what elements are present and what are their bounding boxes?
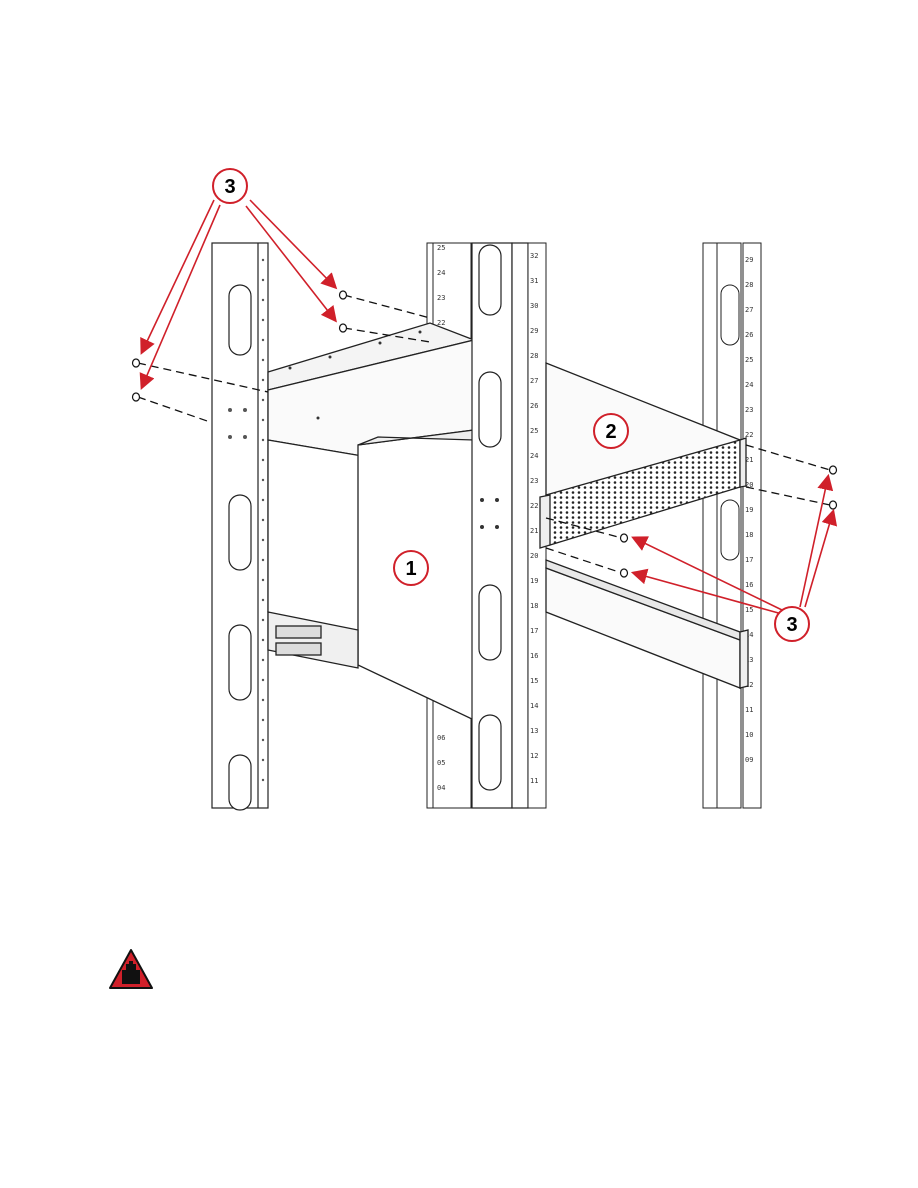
svg-text:25: 25 [745, 356, 753, 364]
heavy-weight-caution-icon [109, 949, 153, 989]
center-post-holes [480, 498, 499, 529]
callout-3-top: 3 [212, 168, 248, 204]
middle-post-scale: 32 31 30 29 28 27 26 25 24 23 22 21 20 1… [530, 252, 538, 785]
svg-text:05: 05 [437, 759, 445, 767]
svg-text:11: 11 [745, 706, 753, 714]
svg-text:2: 2 [605, 421, 616, 443]
screw [619, 533, 629, 543]
svg-text:28: 28 [530, 352, 538, 360]
svg-text:31: 31 [530, 277, 538, 285]
callout-2: 2 [593, 413, 629, 449]
svg-text:14: 14 [530, 702, 538, 710]
svg-text:23: 23 [745, 406, 753, 414]
screw [828, 500, 838, 510]
svg-text:17: 17 [745, 556, 753, 564]
right-rear-posts [702, 242, 762, 809]
screw [338, 323, 348, 333]
left-rack-post [211, 242, 269, 811]
svg-text:25: 25 [437, 244, 445, 252]
callout-1: 1 [393, 550, 429, 586]
svg-text:18: 18 [530, 602, 538, 610]
center-rack-post [471, 242, 529, 809]
svg-text:22: 22 [530, 502, 538, 510]
chassis-1 [267, 322, 477, 722]
svg-text:27: 27 [530, 377, 538, 385]
svg-text:23: 23 [437, 294, 445, 302]
svg-text:04: 04 [437, 784, 445, 792]
svg-text:20: 20 [530, 552, 538, 560]
svg-text:19: 19 [530, 577, 538, 585]
svg-text:06: 06 [437, 734, 445, 742]
svg-text:28: 28 [745, 281, 753, 289]
svg-text:22: 22 [437, 319, 445, 327]
svg-text:23: 23 [530, 477, 538, 485]
svg-text:19: 19 [745, 506, 753, 514]
svg-text:32: 32 [530, 252, 538, 260]
screw [828, 465, 838, 475]
screw [131, 358, 141, 368]
svg-text:13: 13 [530, 727, 538, 735]
screw [619, 568, 629, 578]
svg-text:15: 15 [745, 606, 753, 614]
chassis-1-dots [288, 330, 422, 420]
svg-text:22: 22 [745, 431, 753, 439]
svg-text:21: 21 [530, 527, 538, 535]
svg-text:24: 24 [437, 269, 445, 277]
svg-text:27: 27 [745, 306, 753, 314]
svg-text:10: 10 [745, 731, 753, 739]
shelf-bracket [545, 559, 749, 689]
svg-text:13: 13 [745, 656, 753, 664]
svg-text:29: 29 [745, 256, 753, 264]
callout-3-bottom: 3 [774, 606, 810, 642]
svg-text:21: 21 [745, 456, 753, 464]
svg-text:24: 24 [530, 452, 538, 460]
svg-text:20: 20 [745, 481, 753, 489]
svg-text:17: 17 [530, 627, 538, 635]
svg-text:12: 12 [745, 681, 753, 689]
svg-text:14: 14 [745, 631, 753, 639]
screw [131, 392, 141, 402]
screw [338, 290, 348, 300]
svg-text:24: 24 [745, 381, 753, 389]
svg-text:26: 26 [530, 402, 538, 410]
left-post-holes [228, 258, 265, 782]
screws [131, 290, 838, 578]
screw-paths [137, 294, 831, 574]
svg-text:16: 16 [745, 581, 753, 589]
callout-arrows [139, 199, 838, 615]
chassis-2 [539, 362, 747, 549]
svg-text:3: 3 [786, 614, 797, 636]
rack-mount-illustration: 25 24 23 22 21 06 05 04 [131, 168, 838, 811]
svg-text:12: 12 [530, 752, 538, 760]
svg-text:11: 11 [530, 777, 538, 785]
svg-text:25: 25 [530, 427, 538, 435]
right-post-scale: 29 28 27 26 25 24 23 22 21 20 19 18 17 1… [745, 256, 753, 764]
svg-text:30: 30 [530, 302, 538, 310]
svg-text:18: 18 [745, 531, 753, 539]
svg-text:3: 3 [224, 176, 235, 198]
svg-text:26: 26 [745, 331, 753, 339]
svg-text:09: 09 [745, 756, 753, 764]
svg-text:15: 15 [530, 677, 538, 685]
svg-text:29: 29 [530, 327, 538, 335]
svg-text:1: 1 [405, 558, 416, 580]
svg-text:16: 16 [530, 652, 538, 660]
